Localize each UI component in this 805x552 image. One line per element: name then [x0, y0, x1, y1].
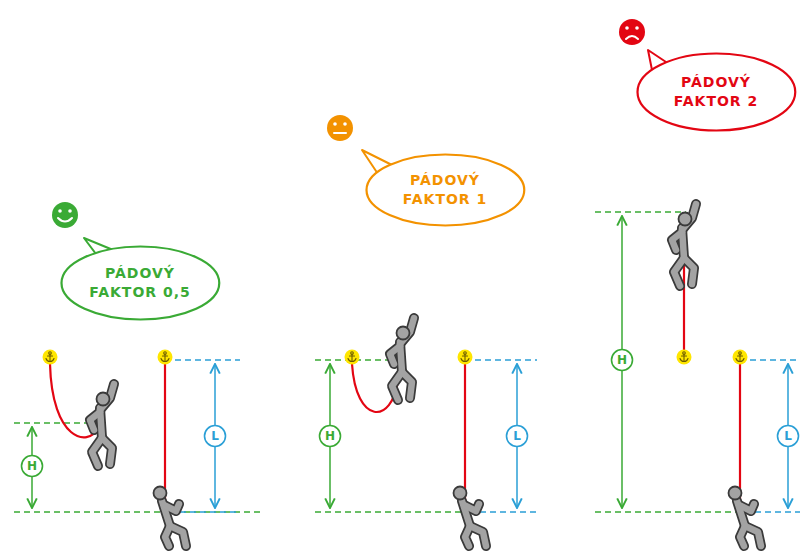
- bubble-outline: [636, 52, 797, 132]
- speech-bubble: PÁDOVÝ FAKTOR 1: [365, 153, 526, 227]
- dimension-letter: L: [784, 430, 792, 442]
- bubble-outline: [365, 153, 526, 227]
- dimension-circle: L: [203, 424, 227, 448]
- dimension-letter: L: [513, 430, 521, 442]
- bubble-text: PÁDOVÝ FAKTOR 2: [661, 73, 771, 111]
- dimension-circle: H: [318, 424, 342, 448]
- panel-factor-one: [315, 318, 537, 546]
- panel-factor-half: [14, 350, 262, 547]
- bubble-outline: [60, 245, 221, 321]
- dimension-circle: L: [776, 424, 800, 448]
- panel-factor-two: [595, 204, 800, 546]
- dimension-letter: L: [211, 430, 219, 442]
- dimension-letter: H: [27, 460, 37, 472]
- dimension-circle: H: [20, 454, 44, 478]
- dimension-circle: H: [610, 348, 634, 372]
- speech-bubble: PÁDOVÝ FAKTOR 0,5: [60, 245, 221, 321]
- bubble-text: PÁDOVÝ FAKTOR 1: [390, 171, 500, 209]
- speech-bubble: PÁDOVÝ FAKTOR 2: [636, 52, 797, 132]
- dimension-letter: H: [325, 430, 335, 442]
- smiley-neutral: [327, 115, 353, 141]
- dimension-circle: L: [505, 424, 529, 448]
- dimension-letter: H: [617, 354, 627, 366]
- bubble-text: PÁDOVÝ FAKTOR 0,5: [85, 264, 195, 302]
- smiley-sad: [619, 19, 645, 45]
- smiley-happy: [52, 202, 78, 228]
